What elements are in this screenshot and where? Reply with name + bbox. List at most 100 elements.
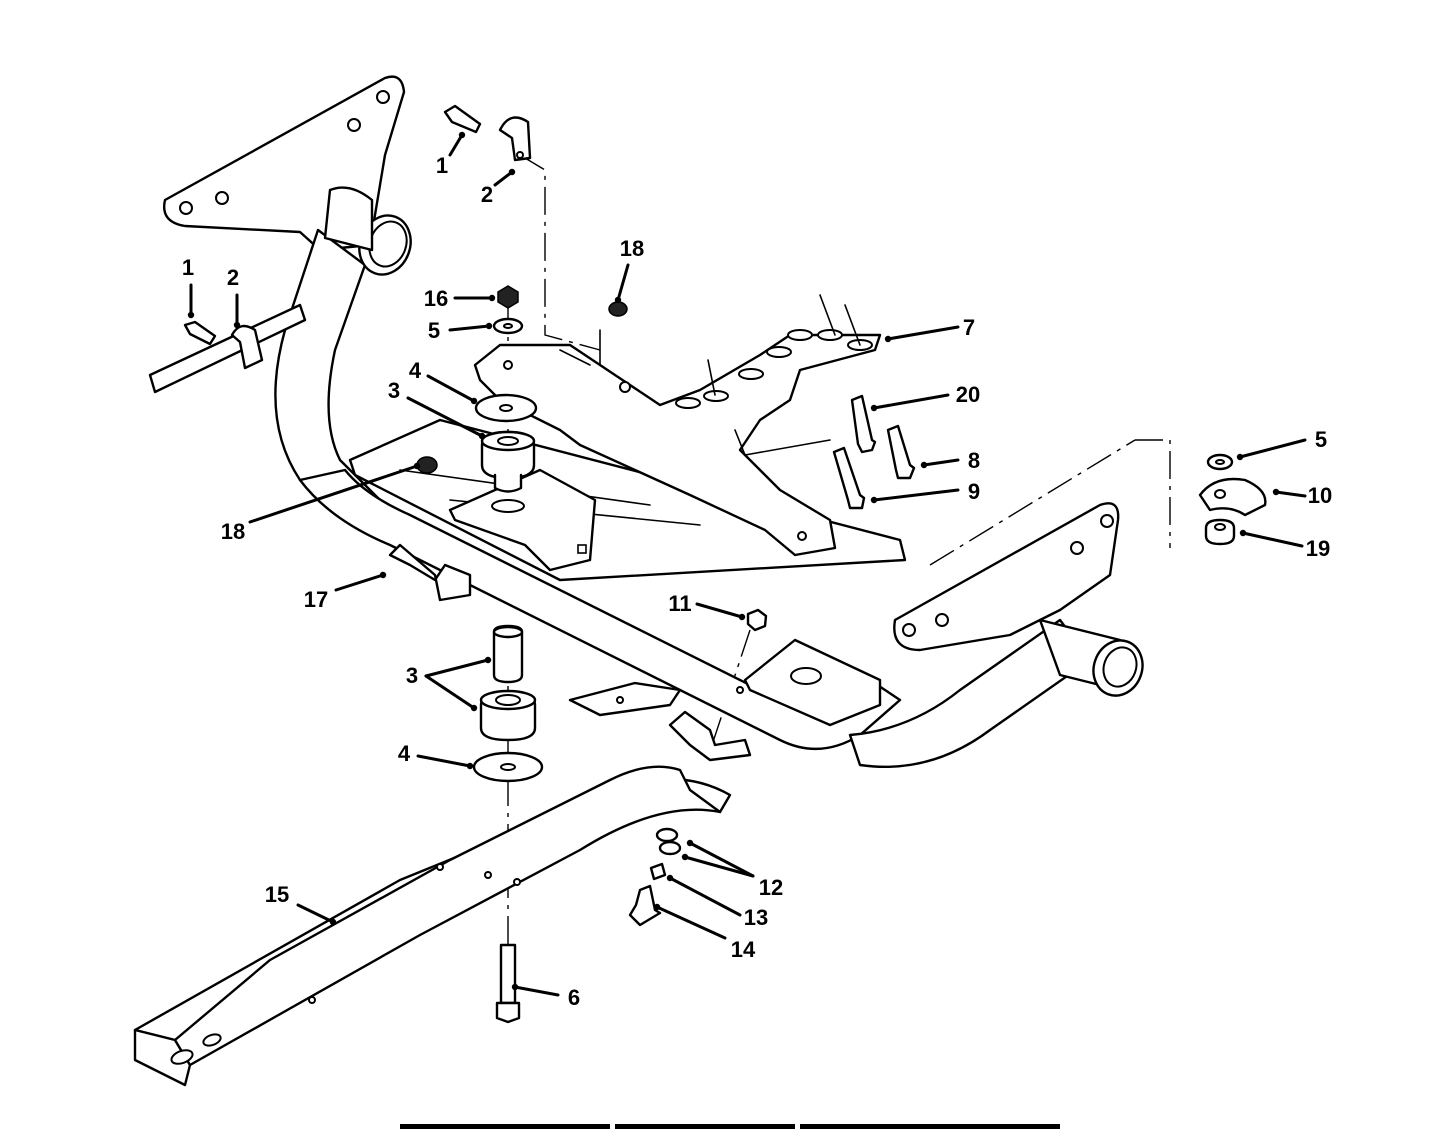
callout-leader-line (248, 464, 419, 524)
callout-leader-dot (470, 397, 478, 405)
callout-3: 3 (406, 656, 492, 712)
callout-leader-dot (920, 461, 928, 469)
callout-number: 7 (963, 315, 975, 340)
callout-12: 12 (681, 839, 783, 900)
callout-10: 10 (1272, 483, 1332, 508)
callout-leader-line (683, 855, 755, 878)
callout-number: 15 (265, 882, 289, 907)
callout-17: 17 (304, 571, 387, 612)
callout-leader-dot (681, 853, 689, 861)
callout-7: 7 (884, 315, 975, 343)
cropped-footer-strip (400, 1124, 1060, 1129)
callout-number: 13 (744, 905, 768, 930)
callout-leader-dot (1239, 529, 1247, 537)
callout-leader-dot (1236, 453, 1244, 461)
callout-leader-dot (458, 131, 466, 139)
side-rail-15 (133, 765, 732, 1087)
callout-leader-line (616, 263, 630, 302)
callout-leader-line (886, 325, 960, 341)
callout-5: 5 (1236, 427, 1327, 461)
callout-leader-line (424, 658, 490, 678)
callout-leader-line (513, 985, 560, 997)
callout-16: 16 (424, 286, 496, 311)
callout-leader-line (296, 903, 335, 924)
lower-mount-hardware (472, 624, 544, 1024)
upper-mount-hardware (416, 285, 628, 493)
small-hardware (628, 608, 768, 927)
callout-leader-dot (484, 656, 492, 664)
right-clamp-hardware (1198, 453, 1267, 546)
bolt-8 (886, 424, 916, 480)
callout-number: 12 (759, 875, 783, 900)
bolt-20 (850, 394, 877, 454)
angle-bracket (568, 681, 682, 717)
center-mount-bracket (448, 468, 597, 572)
callout-number: 6 (568, 985, 580, 1010)
callout-leader-dot (738, 613, 746, 621)
callout-20: 20 (870, 382, 980, 412)
bolt-1-left (183, 320, 217, 346)
callout-leader-line (922, 458, 960, 467)
callout-number: 20 (956, 382, 980, 407)
callout-number: 1 (436, 153, 448, 178)
callout-11: 11 (668, 591, 746, 621)
left-rod-and-clamp (148, 303, 307, 394)
callout-number: 1 (182, 255, 194, 280)
callout-4: 4 (409, 358, 478, 405)
bolt-6 (499, 943, 517, 1005)
callout-leader-line (493, 170, 514, 187)
callout-leader-line (426, 374, 476, 403)
bolt-1-top (443, 104, 482, 134)
callout-leader-line (695, 602, 744, 619)
nut-18-upper (608, 301, 628, 317)
spacer-19 (1204, 518, 1236, 546)
callout-3: 3 (388, 378, 486, 440)
clamp-10 (1198, 477, 1267, 517)
callout-leader-line (406, 396, 484, 438)
callout-number: 4 (398, 741, 411, 766)
callout-leader-dot (870, 404, 878, 412)
callout-leader-dot (653, 903, 661, 911)
nut-11 (746, 608, 768, 632)
callout-leader-dot (379, 571, 387, 579)
clamp-2-top (498, 116, 532, 162)
callout-1: 1 (182, 255, 195, 319)
callout-leader-line (1274, 490, 1307, 498)
crossbar-clip-17 (388, 543, 472, 602)
callout-leader-dot (1272, 488, 1280, 496)
callout-8: 8 (920, 448, 980, 473)
engine-cradle-arm (473, 333, 882, 557)
callout-leader-dot (666, 874, 674, 882)
callout-number: 4 (409, 358, 422, 383)
callout-14: 14 (653, 903, 756, 962)
callout-leader-line (448, 324, 491, 332)
callout-leader-dot (329, 918, 337, 926)
clamp-2-left (230, 324, 264, 370)
callout-leader-line (668, 876, 742, 917)
callout-leader-dot (478, 432, 486, 440)
lockwasher-12a (655, 827, 679, 843)
callout-number: 3 (388, 378, 400, 403)
callout-number: 18 (620, 236, 644, 261)
right-mounting-plate (893, 502, 1120, 652)
callout-number: 2 (227, 265, 239, 290)
callout-19: 19 (1239, 529, 1330, 561)
callout-leader-dot (413, 462, 421, 470)
callout-13: 13 (666, 874, 768, 930)
callout-18: 18 (221, 462, 421, 544)
callout-leader-line (1241, 531, 1304, 548)
callout-leader-dot (614, 296, 622, 304)
bolt-14 (628, 884, 662, 927)
callout-leader-dot (884, 335, 892, 343)
callout-number: 14 (731, 937, 756, 962)
callout-leader-dot (485, 322, 493, 330)
callout-18: 18 (614, 236, 644, 304)
callout-number: 10 (1308, 483, 1332, 508)
callout-number: 2 (481, 182, 493, 207)
callout-number: 11 (668, 591, 691, 616)
callout-1: 1 (436, 131, 466, 178)
callout-number: 9 (968, 479, 980, 504)
callout-leader-line (655, 905, 727, 940)
